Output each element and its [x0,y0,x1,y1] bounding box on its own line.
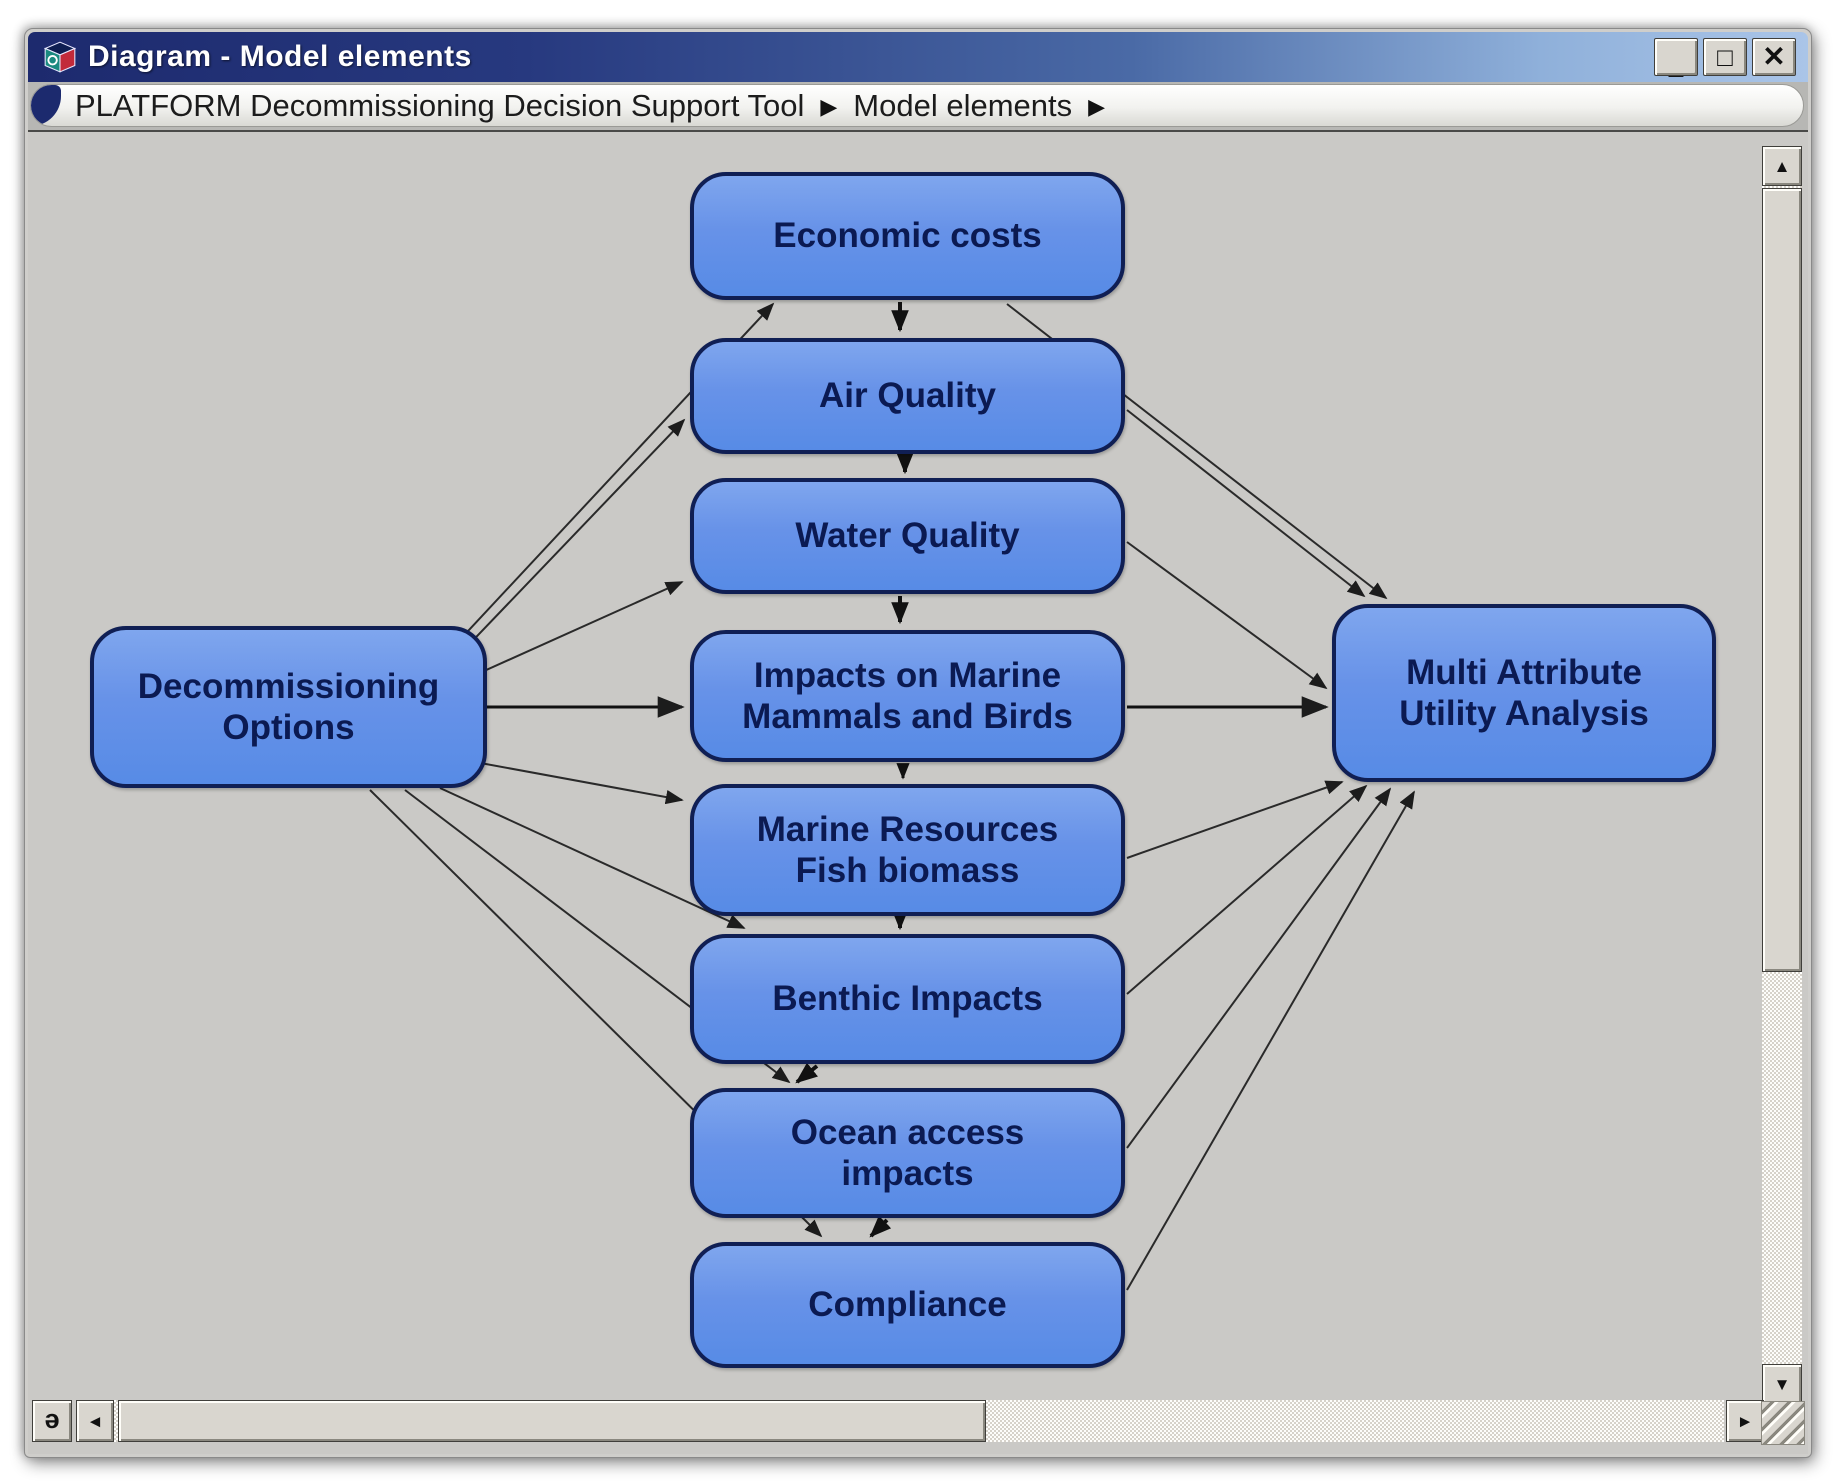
breadcrumb-bar: PLATFORM Decommissioning Decision Suppor… [28,82,1808,130]
breadcrumb-left-cap [31,85,61,126]
corner-button-icon: ə [44,1403,60,1434]
diagram-corner-button[interactable]: ə [32,1400,72,1442]
node-air-quality[interactable]: Air Quality [690,338,1125,454]
node-impacts-marine-mammals-birds[interactable]: Impacts on Marine Mammals and Birds [690,630,1125,762]
edge [439,787,746,929]
window-controls: _ □ ✕ [1654,38,1796,80]
title-bar[interactable]: Diagram - Model elements _ □ ✕ [28,32,1808,82]
breadcrumb-item-root[interactable]: PLATFORM Decommissioning Decision Suppor… [75,87,805,123]
close-icon: ✕ [1762,41,1786,72]
node-compliance[interactable]: Compliance [690,1242,1125,1368]
minimize-button[interactable]: _ [1654,38,1698,80]
edge [463,581,684,681]
scroll-right-icon: ► [1736,1411,1754,1431]
edge [1126,541,1328,690]
node-benthic-impacts[interactable]: Benthic Impacts [690,934,1125,1064]
node-marine-resources-fish-biomass[interactable]: Marine Resources Fish biomass [690,784,1125,916]
edge [795,1062,819,1084]
maximize-button[interactable]: □ [1703,38,1747,76]
minimize-icon: _ [1668,50,1684,80]
horizontal-scroll-thumb[interactable] [118,1400,986,1442]
breadcrumb: PLATFORM Decommissioning Decision Suppor… [30,84,1804,127]
edge [1126,780,1344,859]
scroll-up-button[interactable]: ▲ [1762,146,1802,186]
close-button[interactable]: ✕ [1752,38,1796,76]
diagram-canvas[interactable]: Decommissioning Options Economic costs A… [28,130,1808,1454]
edge [1126,787,1392,1149]
scroll-left-button[interactable]: ◄ [76,1400,114,1442]
node-water-quality[interactable]: Water Quality [690,478,1125,594]
scroll-up-icon: ▲ [1773,156,1791,176]
vertical-scrollbar[interactable]: ▲ ▼ [1762,146,1802,1404]
node-ocean-access-impacts[interactable]: Ocean access impacts [690,1088,1125,1218]
node-economic-costs[interactable]: Economic costs [690,172,1125,300]
breadcrumb-item-model-elements[interactable]: Model elements [853,87,1073,123]
horizontal-scrollbar[interactable]: ə ◄ ► [32,1400,1764,1442]
maximize-icon: □ [1717,42,1733,72]
scroll-down-icon: ▼ [1773,1374,1791,1394]
breadcrumb-separator-icon: ▶ [1088,93,1106,119]
edge [1126,790,1415,1291]
app-window: Diagram - Model elements _ □ ✕ PLATFORM … [24,28,1812,1458]
resize-grip[interactable] [1761,1401,1805,1445]
window-title: Diagram - Model elements [88,40,472,73]
scroll-down-button[interactable]: ▼ [1762,1364,1802,1404]
edge [869,1215,892,1238]
edge [457,418,686,657]
node-multi-attribute-utility-analysis[interactable]: Multi Attribute Utility Analysis [1332,604,1716,782]
breadcrumb-separator-icon: ▶ [820,93,838,119]
node-decommissioning-options[interactable]: Decommissioning Options [90,626,487,788]
app-icon[interactable] [42,40,78,74]
scroll-left-icon: ◄ [86,1411,104,1431]
edge [474,761,684,805]
vertical-scroll-thumb[interactable] [1762,188,1802,972]
edge [1126,784,1368,995]
scroll-right-button[interactable]: ► [1726,1400,1764,1442]
edge [1126,409,1366,598]
